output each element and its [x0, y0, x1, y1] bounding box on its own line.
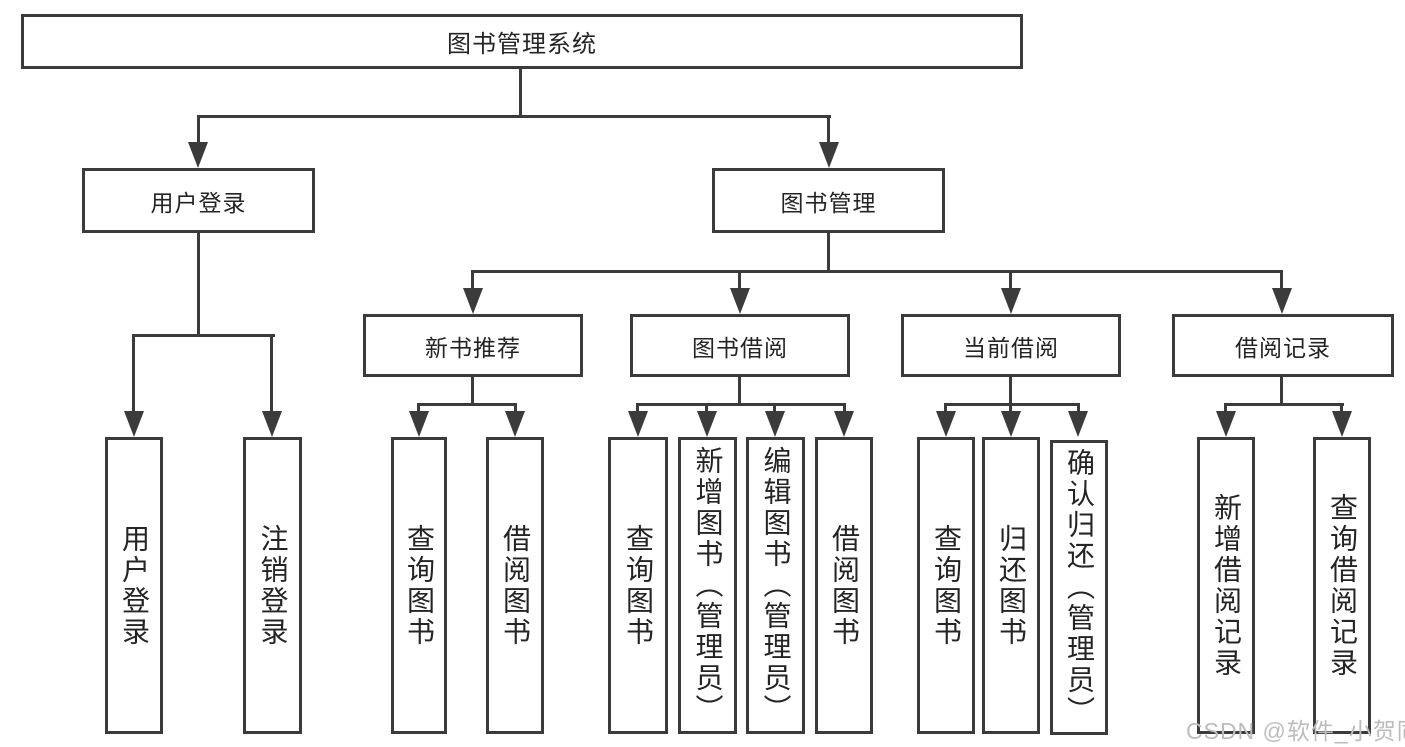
node-library-system-label: 图书管理系统 — [447, 31, 597, 58]
connector-bb-query-stem — [636, 403, 639, 413]
arrowhead-to-leaf-logout — [262, 411, 282, 437]
connector-nb-query-stem — [417, 403, 420, 413]
leaf-current-confirm-return-admin: 确认归还（管理员） — [1050, 440, 1108, 735]
leaf-records-query-record: 查询借阅记录 — [1313, 437, 1371, 734]
arrowhead-to-user-login — [188, 142, 208, 168]
connector-borrowrecord-stem — [1280, 270, 1283, 290]
leaf-records-query-record-label: 查询借阅记录 — [1327, 492, 1358, 679]
leaf-borrow-edit-books-admin: 编辑图书（管理员） — [746, 437, 805, 734]
arrowhead-to-bb-edit-books — [765, 411, 785, 437]
connector-currentborrow-stem — [1009, 270, 1012, 290]
connector-nb-borrow-stem — [514, 403, 517, 413]
node-borrow-records: 借阅记录 — [1172, 314, 1394, 377]
leaf-newbook-borrow-books-label: 借阅图书 — [500, 523, 531, 648]
connector-bb-add-stem — [705, 403, 708, 413]
connector-userlogin-hline — [132, 334, 275, 337]
arrowhead-to-bb-add-books — [697, 411, 717, 437]
leaf-borrow-add-books-admin-label: 新增图书（管理员） — [692, 446, 724, 725]
connector-bb-edit-stem — [773, 403, 776, 413]
node-new-book-recommend: 新书推荐 — [363, 314, 583, 377]
leaf-newbook-borrow-books: 借阅图书 — [486, 437, 544, 734]
arrowhead-to-current-borrow — [1001, 288, 1021, 314]
connector-currentborrow-hline — [944, 403, 1080, 406]
arrowhead-to-nb-borrow-books — [505, 411, 525, 437]
node-book-borrow: 图书借阅 — [630, 314, 850, 377]
leaf-records-add-record: 新增借阅记录 — [1197, 437, 1255, 734]
connector-cb-return-stem — [1009, 403, 1012, 413]
leaf-user-login-label: 用户登录 — [119, 523, 150, 648]
connector-root-hline — [197, 115, 831, 118]
arrowhead-to-leaf-user-login — [124, 411, 144, 437]
connector-borrowrecord-hline — [1224, 403, 1344, 406]
node-user-login: 用户登录 — [82, 168, 315, 233]
arrowhead-to-new-book-recommend — [463, 288, 483, 314]
connector-newbook-hline — [417, 403, 517, 406]
leaf-records-add-record-label: 新增借阅记录 — [1211, 492, 1242, 679]
arrowhead-to-nb-query-books — [409, 411, 429, 437]
connector-userlogin-stem — [197, 115, 200, 145]
connector-br-add-stem — [1224, 403, 1227, 413]
arrowhead-to-bb-borrow-books — [834, 411, 854, 437]
connector-cb-query-stem — [944, 403, 947, 413]
arrowhead-to-cb-query-books — [936, 411, 956, 437]
node-current-borrow-label: 当前借阅 — [963, 334, 1059, 361]
connector-leaf-logout-stem — [270, 334, 273, 414]
connector-bookmgmt-hline — [471, 270, 1283, 273]
connector-bb-borrow-stem — [843, 403, 846, 413]
leaf-current-query-books-label: 查询图书 — [931, 523, 962, 648]
connector-newbook-stem — [471, 270, 474, 290]
leaf-borrow-add-books-admin: 新增图书（管理员） — [678, 437, 737, 734]
node-library-system: 图书管理系统 — [21, 14, 1023, 69]
node-new-book-recommend-label: 新书推荐 — [425, 334, 521, 361]
connector-bookborrow-hline — [636, 403, 846, 406]
leaf-logout-label: 注销登录 — [257, 523, 289, 648]
node-book-borrow-label: 图书借阅 — [692, 334, 788, 361]
connector-bookborrow-stem — [738, 270, 741, 290]
node-user-login-label: 用户登录 — [150, 189, 247, 216]
connector-currentborrow-vline — [1009, 376, 1012, 406]
leaf-current-return-books-label: 归还图书 — [996, 523, 1027, 648]
leaf-current-return-books: 归还图书 — [982, 437, 1040, 734]
connector-borrowrecord-vline — [1280, 376, 1283, 406]
leaf-borrow-query-books-label: 查询图书 — [623, 523, 654, 648]
node-current-borrow: 当前借阅 — [901, 314, 1121, 377]
arrowhead-to-br-query-record — [1332, 411, 1352, 437]
connector-bookborrow-vline — [738, 376, 741, 406]
connector-bookmgmt-stem — [827, 115, 830, 145]
arrowhead-to-cb-return-books — [1001, 411, 1021, 437]
arrowhead-to-bb-query-books — [628, 411, 648, 437]
node-borrow-records-label: 借阅记录 — [1235, 334, 1331, 361]
leaf-current-confirm-return-admin-label: 确认归还（管理员） — [1064, 448, 1095, 727]
leaf-logout: 注销登录 — [243, 437, 302, 734]
connector-cb-confirm-stem — [1077, 403, 1080, 413]
leaf-newbook-query-books: 查询图书 — [391, 437, 447, 734]
csdn-watermark: CSDN @软件_小贺同学 — [1186, 718, 1405, 744]
leaf-borrow-edit-books-admin-label: 编辑图书（管理员） — [760, 446, 792, 725]
leaf-current-query-books: 查询图书 — [917, 437, 975, 734]
node-book-management: 图书管理 — [712, 168, 945, 233]
arrowhead-to-cb-confirm-return — [1068, 411, 1088, 437]
leaf-borrow-borrow-books: 借阅图书 — [815, 437, 873, 734]
leaf-user-login: 用户登录 — [105, 437, 163, 734]
arrowhead-to-book-management — [819, 142, 839, 168]
leaf-borrow-query-books: 查询图书 — [608, 437, 668, 734]
arrowhead-to-borrow-records — [1272, 288, 1292, 314]
leaf-newbook-query-books-label: 查询图书 — [404, 523, 435, 648]
node-book-management-label: 图书管理 — [780, 189, 877, 216]
connector-br-query-stem — [1340, 403, 1343, 413]
arrowhead-to-book-borrow — [730, 288, 750, 314]
arrowhead-to-br-add-record — [1216, 411, 1236, 437]
connector-root-vline — [519, 67, 522, 118]
connector-newbook-vline — [471, 376, 474, 406]
connector-bookmgmt-vline — [827, 232, 830, 273]
connector-leaf-userlogin-stem — [132, 334, 135, 414]
leaf-borrow-borrow-books-label: 借阅图书 — [829, 523, 860, 648]
connector-userlogin-vline — [197, 232, 200, 337]
